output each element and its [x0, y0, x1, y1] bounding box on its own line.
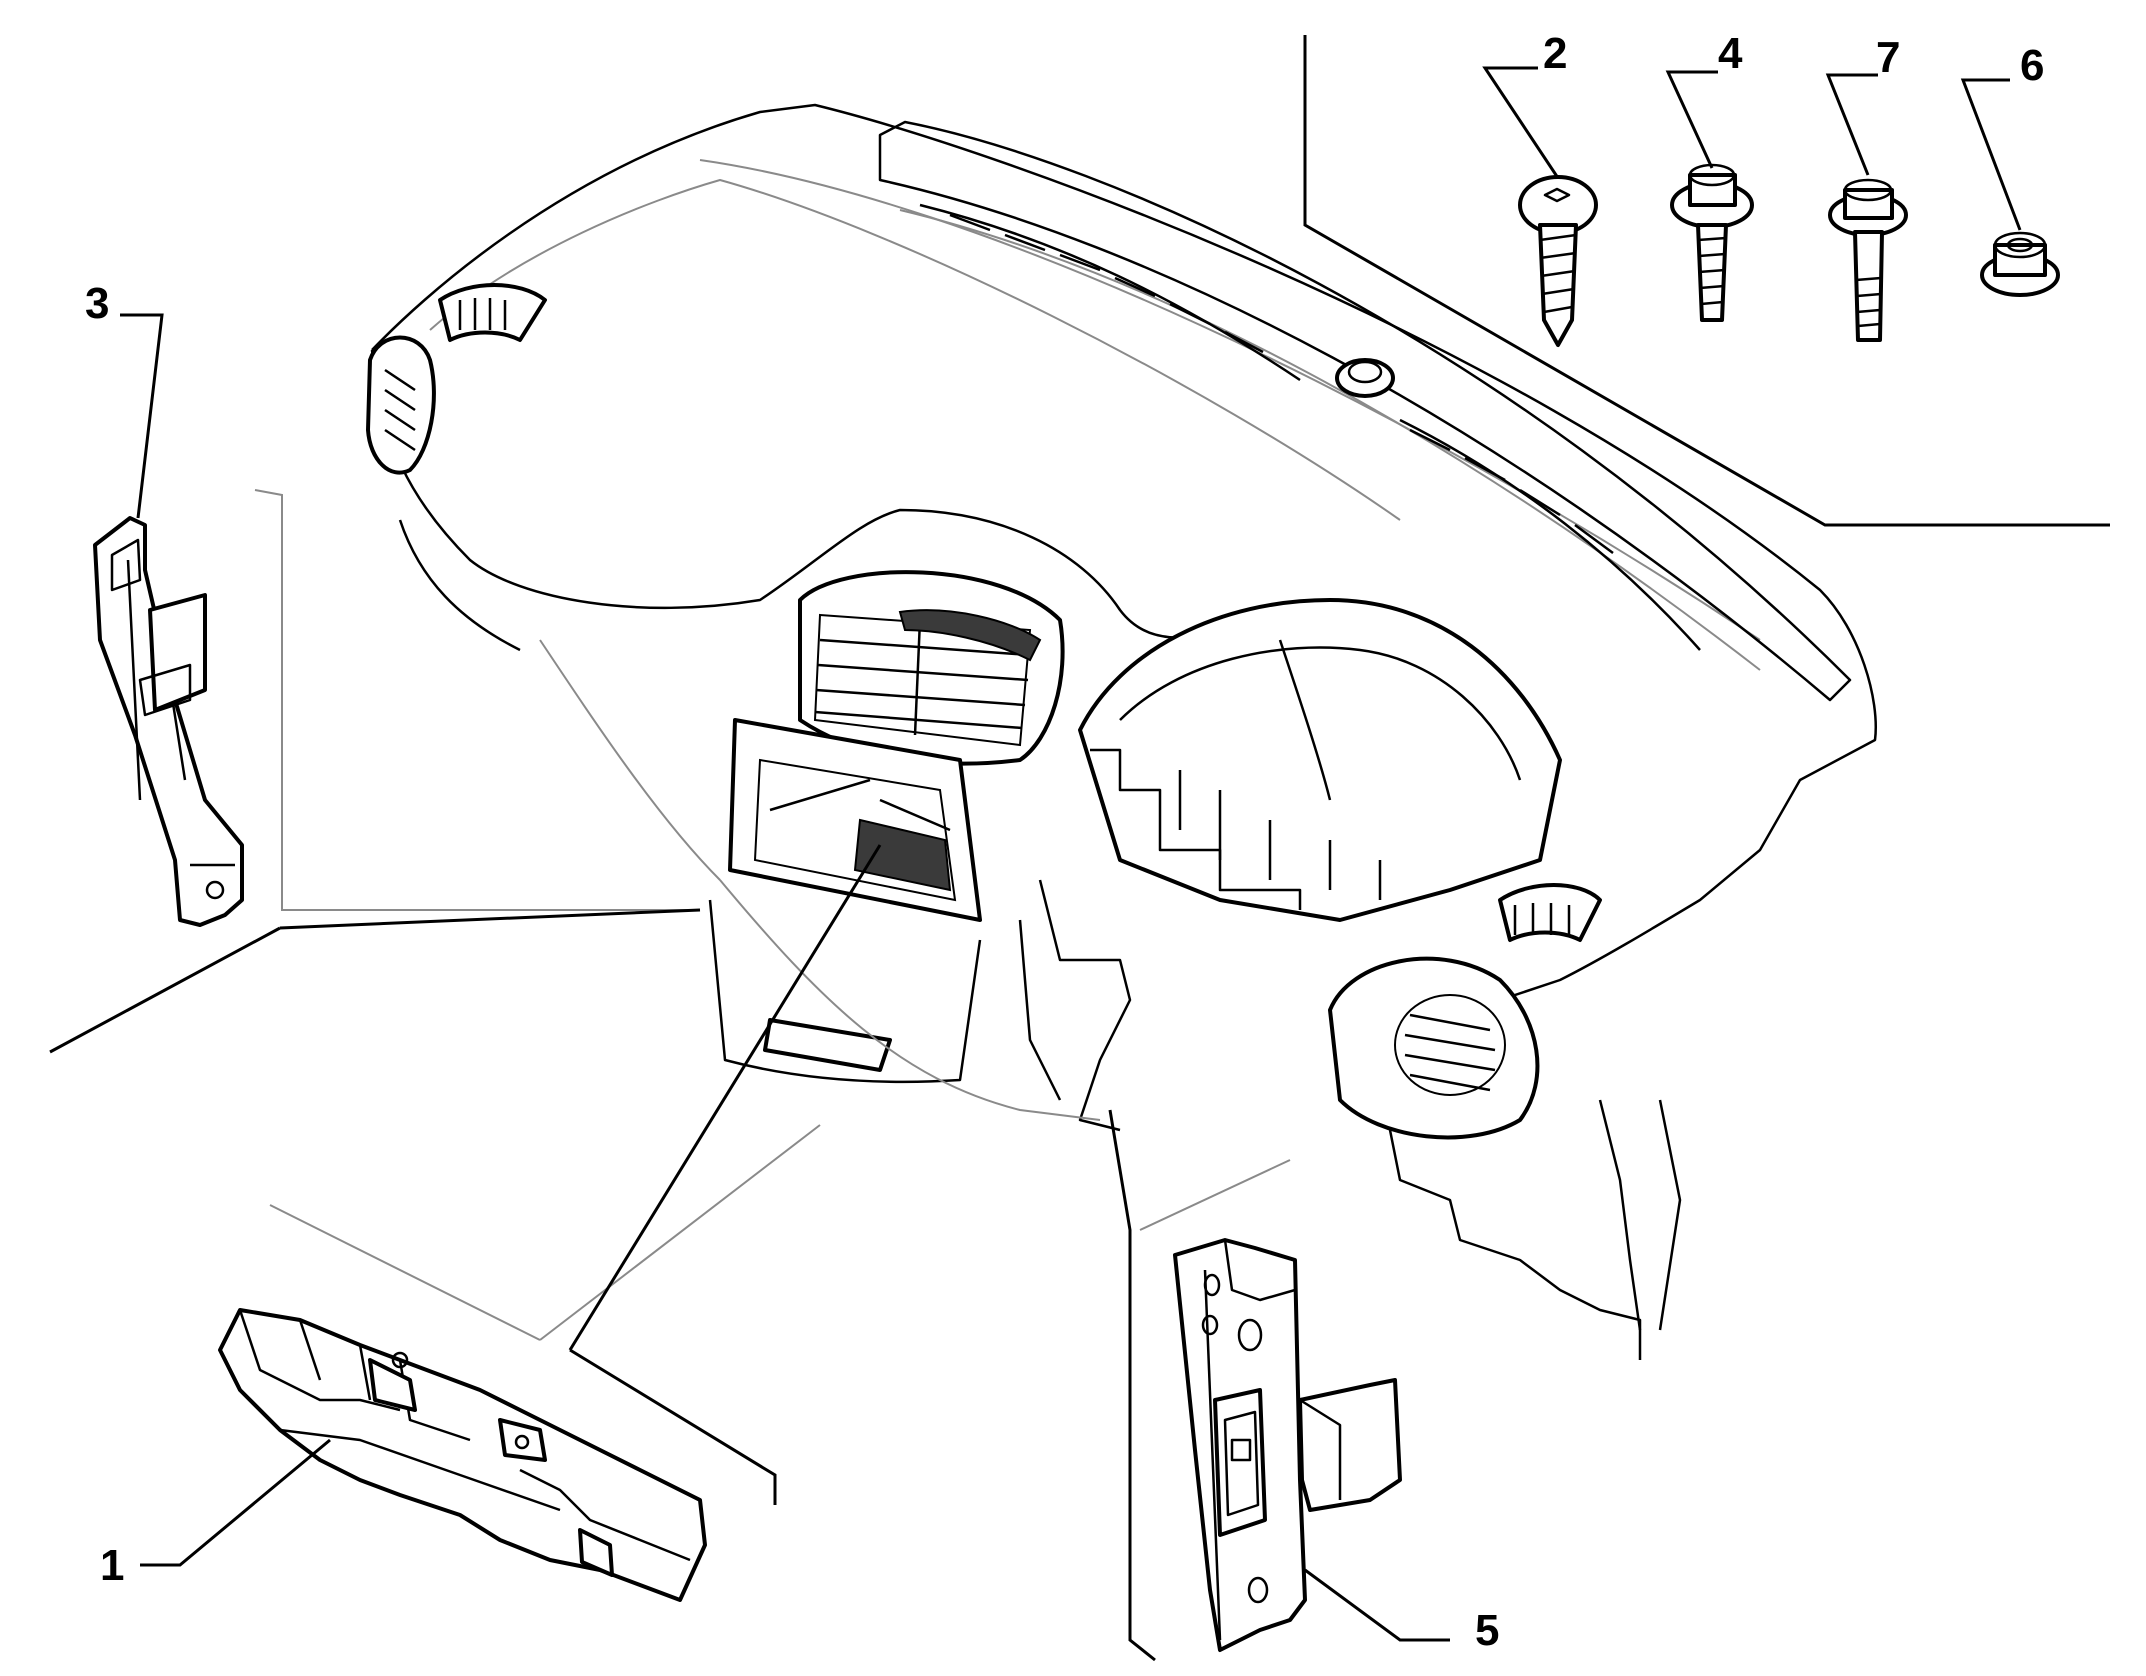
- part-3-left-bracket: [93, 516, 244, 927]
- callout-4: 4: [1718, 29, 1743, 78]
- callout-7: 7: [1876, 33, 1900, 82]
- fastener-leaders: [120, 66, 2022, 1642]
- callout-6: 6: [2020, 41, 2044, 90]
- left-air-vent: [366, 283, 547, 475]
- part-5-side-bracket: [1173, 1238, 1402, 1652]
- part-6-flange-nut: [1980, 231, 2060, 297]
- callout-5: 5: [1475, 1606, 1499, 1655]
- leader-lines: [49, 35, 2110, 1662]
- center-console: [708, 718, 982, 1084]
- dashboard-assembly: [366, 103, 1877, 1360]
- part-1-center-bracket: [218, 1308, 707, 1602]
- center-air-vent: [798, 570, 1065, 766]
- part-4-flange-bolt: [1670, 163, 1754, 322]
- callout-labels: 1 2 3 4 5 6 7: [85, 29, 2044, 1655]
- part-2-self-tapping-screw: [1518, 175, 1598, 347]
- part-7-hex-bolt: [1828, 178, 1908, 342]
- callout-2: 2: [1543, 29, 1567, 78]
- callout-3: 3: [85, 279, 109, 328]
- right-air-vent: [1328, 883, 1602, 1140]
- callout-1: 1: [100, 1541, 124, 1590]
- defroster-slots: [949, 213, 1614, 555]
- instrument-cluster-hood: [1078, 598, 1562, 922]
